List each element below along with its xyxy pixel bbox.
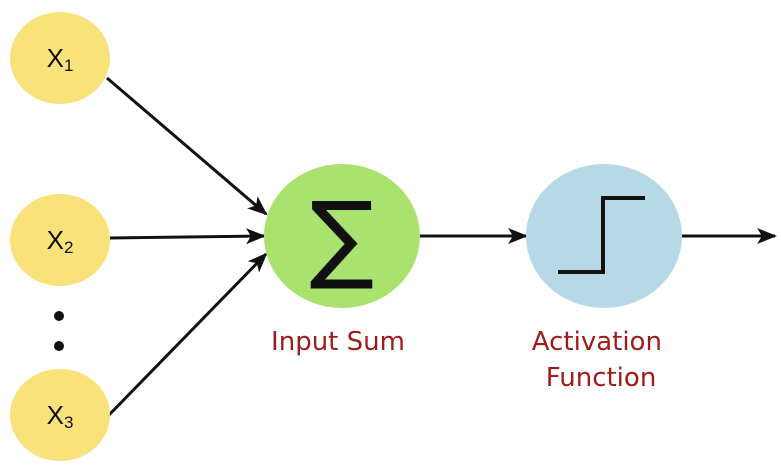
svg-text:X2: X2 xyxy=(47,225,74,257)
edge-x2-to-sum xyxy=(109,228,266,245)
ellipsis-dots xyxy=(54,311,64,351)
sum-node-label: Input Sum xyxy=(271,327,405,357)
input-subscript-3: 3 xyxy=(64,413,73,432)
sigma-icon: ∑ xyxy=(310,181,375,293)
activation-label-line1: Activation xyxy=(532,327,662,357)
activation-node xyxy=(526,164,682,308)
input-subscript-2: 2 xyxy=(64,238,73,257)
input-label-x2: X xyxy=(47,225,64,255)
input-label-x3: X xyxy=(47,400,64,430)
edge-x3-to-sum xyxy=(105,252,268,419)
input-node-x1: X1 xyxy=(10,12,110,104)
step-function-icon xyxy=(558,196,645,274)
sum-node: ∑ xyxy=(264,164,420,308)
activation-node-label: Activation Function xyxy=(532,327,670,393)
input-node-x2: X2 xyxy=(10,194,110,286)
input-label-x1: X xyxy=(47,43,64,73)
svg-text:X3: X3 xyxy=(47,400,74,432)
svg-text:X1: X1 xyxy=(47,43,74,75)
activation-label-line2: Function xyxy=(546,363,657,393)
edge-x1-to-sum xyxy=(106,76,268,216)
input-subscript-1: 1 xyxy=(64,56,73,75)
input-node-x3: X3 xyxy=(10,369,110,461)
